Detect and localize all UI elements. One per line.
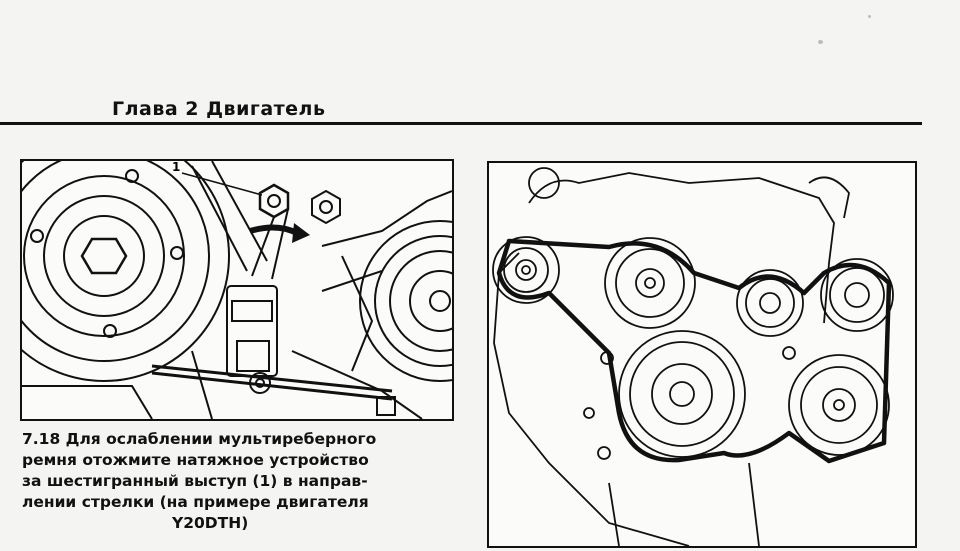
callout-number: 1 [172, 161, 180, 174]
header-rule [0, 122, 922, 125]
tensioner-drawing: 1 [22, 161, 452, 419]
caption-line: Y20DTH) [172, 514, 249, 532]
caption-line: лении стрелки (на примере двигателя [22, 493, 369, 511]
caption-line: за шестигранный выступ (1) в направ- [22, 472, 368, 490]
scan-speck [818, 40, 823, 44]
figure-caption: 7.18 Для ослаблении мультиреберного ремн… [22, 429, 462, 534]
tensioner-illustration: 1 [20, 159, 454, 421]
belt-routing-illustration [487, 161, 917, 548]
chapter-title: Глава 2 Двигатель [112, 98, 326, 120]
scan-speck [868, 15, 871, 18]
caption-line: ремня отожмите натяжное устройство [22, 451, 369, 469]
belt-routing-drawing [492, 167, 894, 546]
caption-line: 7.18 Для ослаблении мультиреберного [22, 430, 377, 448]
